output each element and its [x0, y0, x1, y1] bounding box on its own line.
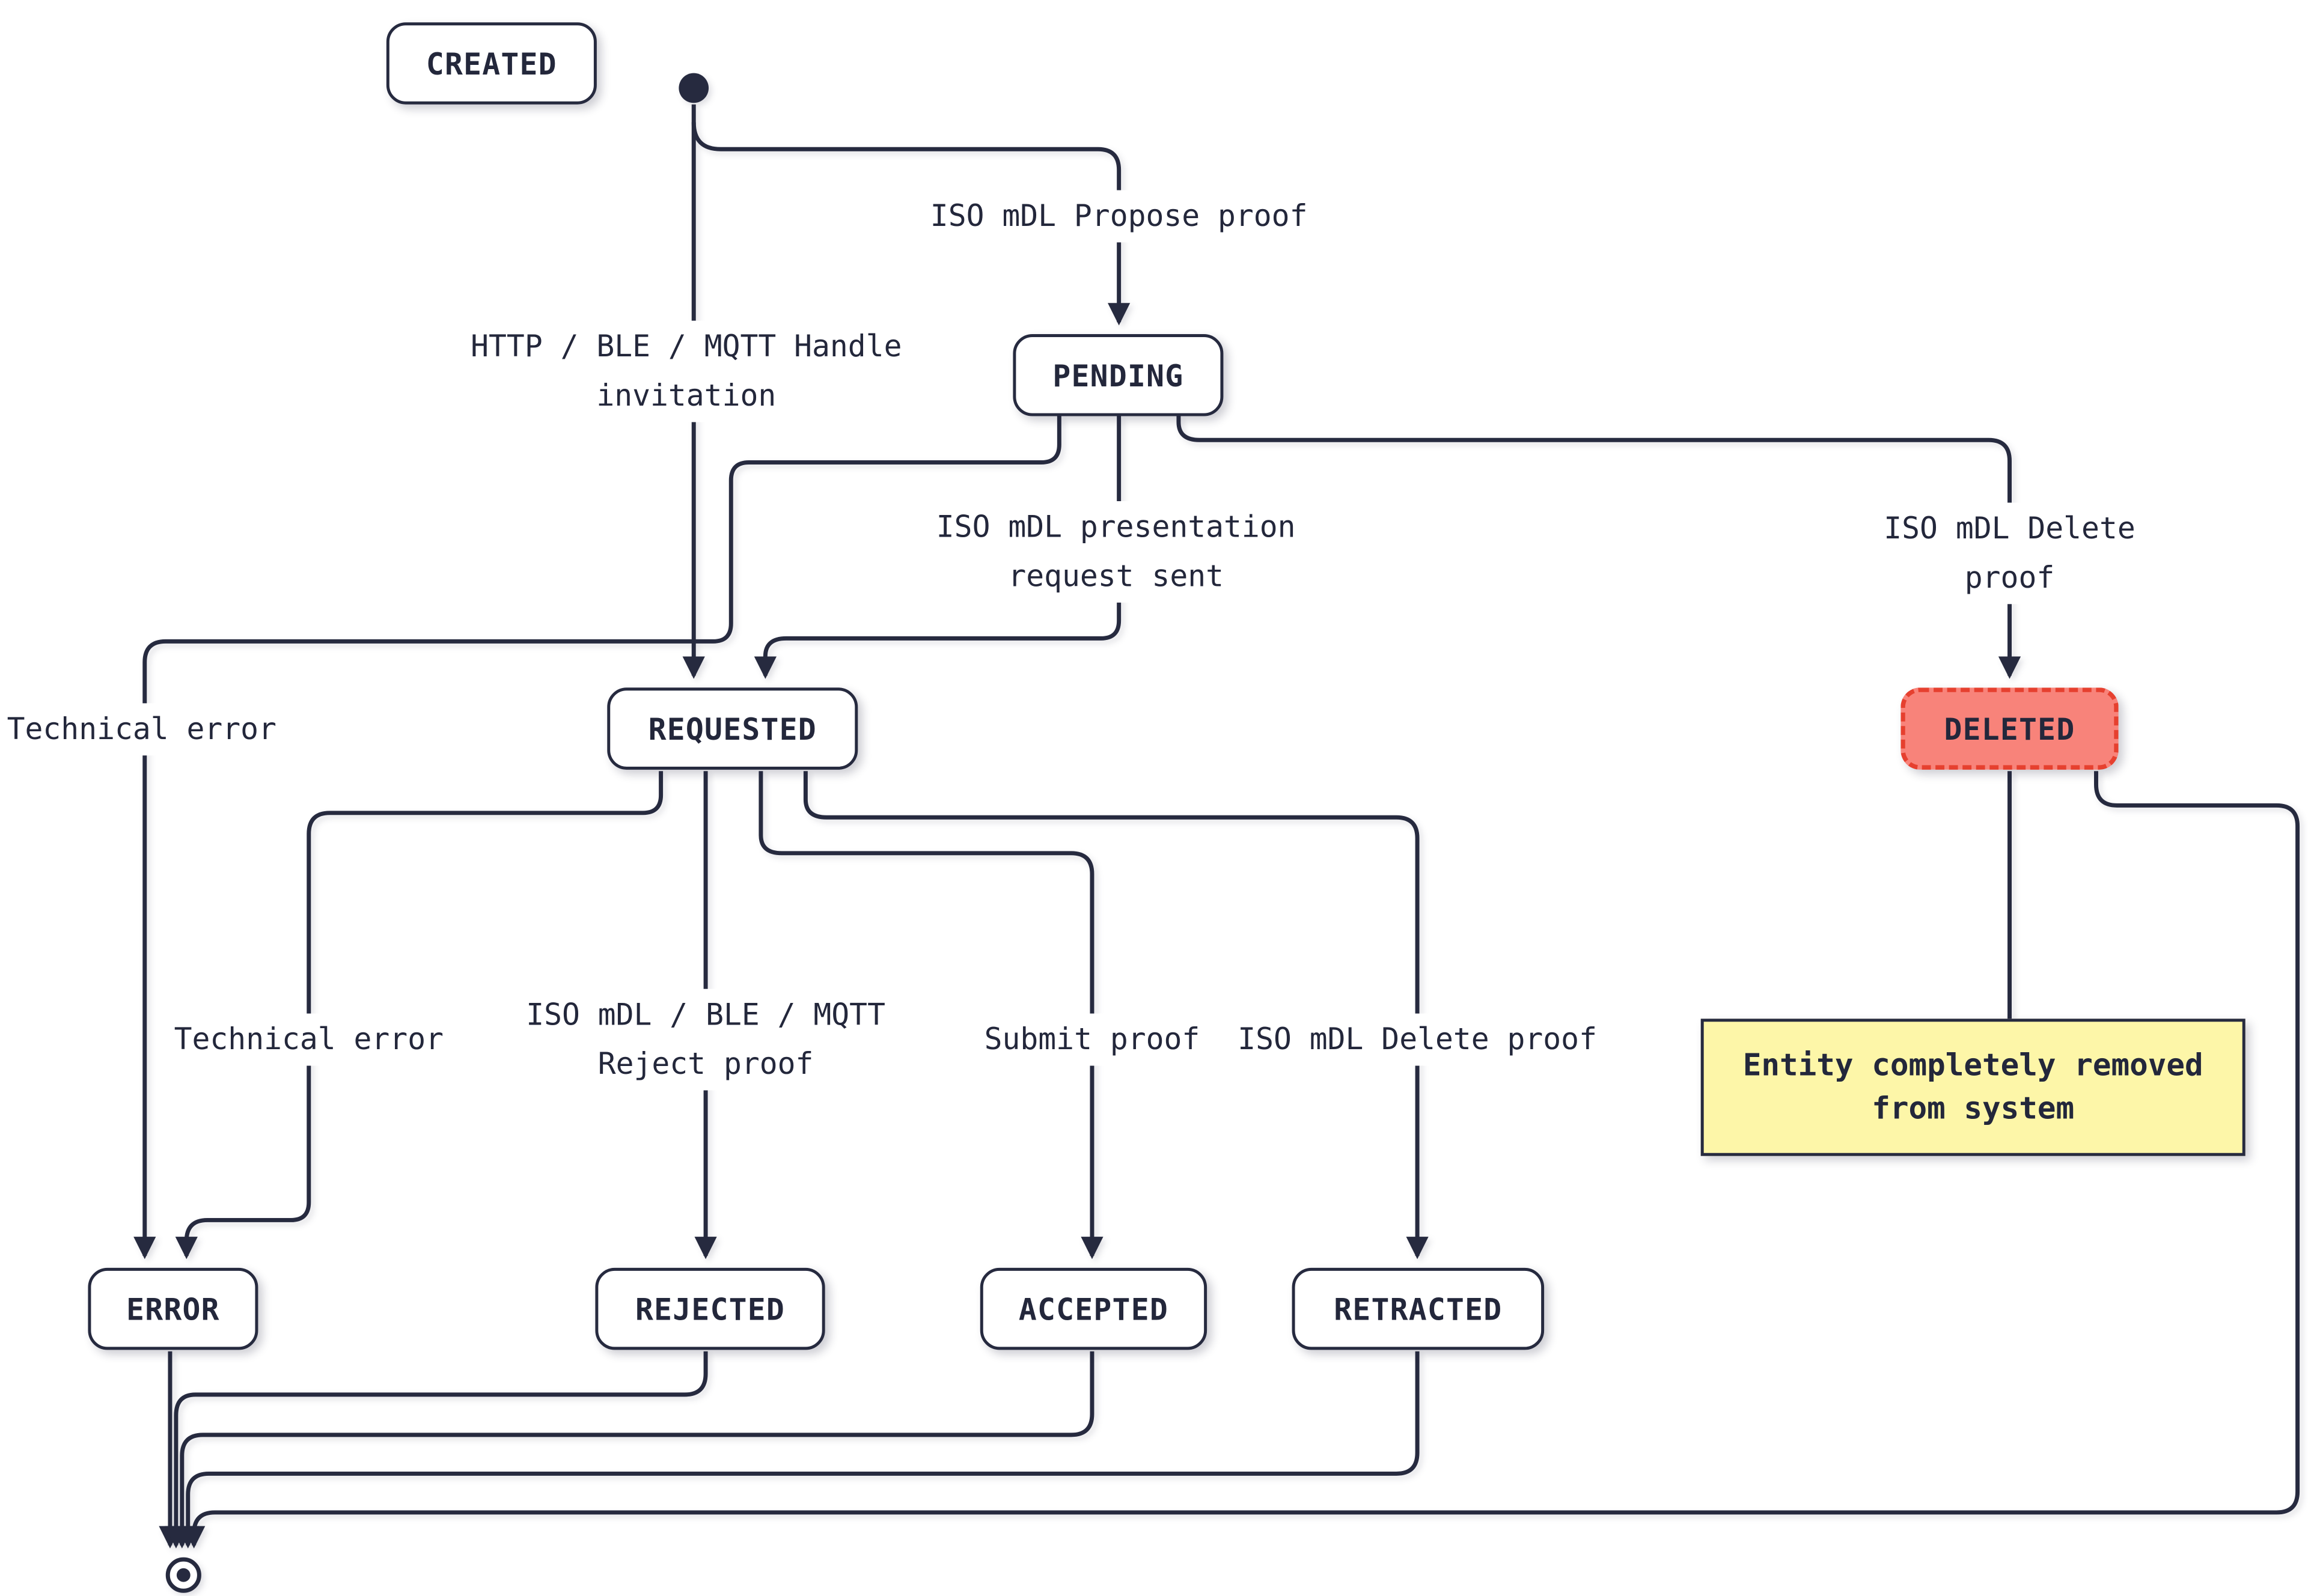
edge-requested-retracted [803, 771, 1429, 1259]
edge-pending-error [133, 416, 1061, 1259]
edge-label-delete-proof-pending: ISO mDL Delete proof [1860, 502, 2159, 605]
edge-label-propose-proof: ISO mDL Propose proof [921, 190, 1317, 243]
state-requested: REQUESTED [607, 687, 858, 770]
state-requested-label: REQUESTED [648, 710, 817, 747]
edge-label-reject-proof: ISO mDL / BLE / MQTT Reject proof [517, 988, 894, 1091]
state-accepted: ACCEPTED [980, 1267, 1207, 1350]
state-retracted: RETRACTED [1292, 1267, 1545, 1350]
edge-deleted-final [183, 771, 2300, 1549]
state-pending-label: PENDING [1052, 357, 1184, 394]
edge-rejected-final [165, 1351, 708, 1549]
edge-label-handle-invitation: HTTP / BLE / MQTT Handle invitation [462, 320, 911, 422]
edge-label-submit-proof: Submit proof [975, 1013, 1209, 1066]
edge-label-technical-error-pending: Technical error [0, 703, 285, 756]
state-pending: PENDING [1013, 334, 1224, 416]
state-accepted-label: ACCEPTED [1018, 1291, 1168, 1327]
edge-retracted-final [177, 1351, 1420, 1549]
state-deleted: DELETED [1900, 687, 2119, 770]
edge-label-technical-error-requested: Technical error [165, 1013, 453, 1066]
state-rejected: REJECTED [595, 1267, 825, 1350]
state-deleted-label: DELETED [1944, 710, 2075, 747]
edge-initial-pending [691, 122, 1131, 326]
edge-accepted-final [171, 1351, 1094, 1549]
state-error-label: ERROR [126, 1291, 220, 1327]
note-entity-removed: Entity completely removed from system [1700, 1019, 2245, 1156]
state-error: ERROR [88, 1267, 258, 1350]
initial-state-dot [679, 73, 709, 103]
edge-label-presentation-request-sent: ISO mDL presentation request sent [927, 501, 1305, 603]
state-created-label: CREATED [426, 45, 557, 82]
final-state-dot [176, 1568, 191, 1582]
edge-pending-deleted [1176, 416, 2021, 679]
edge-requested-accepted [759, 771, 1104, 1259]
state-retracted-label: RETRACTED [1334, 1291, 1503, 1327]
state-rejected-label: REJECTED [635, 1291, 786, 1327]
state-created: CREATED [386, 22, 597, 105]
edge-label-delete-proof-requested: ISO mDL Delete proof [1229, 1013, 1606, 1066]
edge-pending-requested [754, 416, 1122, 679]
